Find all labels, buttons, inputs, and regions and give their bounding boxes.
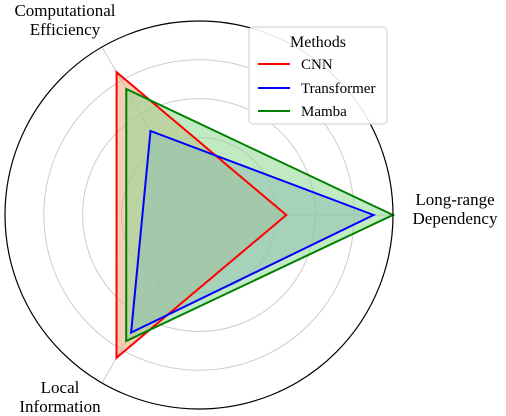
axis-label-line: Information (19, 397, 101, 416)
series-line-cnn (115, 70, 288, 360)
series-area-mamba (126, 89, 393, 341)
series-line-mamba (125, 87, 396, 343)
legend-label-cnn: CNN (301, 57, 333, 73)
series-lines (115, 70, 396, 360)
axis-label-line: Computational (14, 1, 115, 20)
legend: Methods CNN Transformer Mamba (248, 26, 388, 125)
axis-label-line: Dependency (413, 209, 498, 228)
legend-title: Methods (290, 34, 346, 51)
legend-box (248, 26, 388, 125)
legend-label-mamba: Mamba (301, 104, 347, 120)
axis-label-line: Local (41, 378, 80, 397)
axis-label-line: Long-range (415, 190, 494, 209)
legend-label-transformer: Transformer (301, 81, 375, 97)
outer-circle (4, 20, 394, 410)
outer-circle-layer (4, 20, 394, 410)
axis-label-line: Efficiency (30, 20, 101, 39)
series-line-transformer (129, 129, 377, 335)
series-areas (116, 72, 393, 358)
